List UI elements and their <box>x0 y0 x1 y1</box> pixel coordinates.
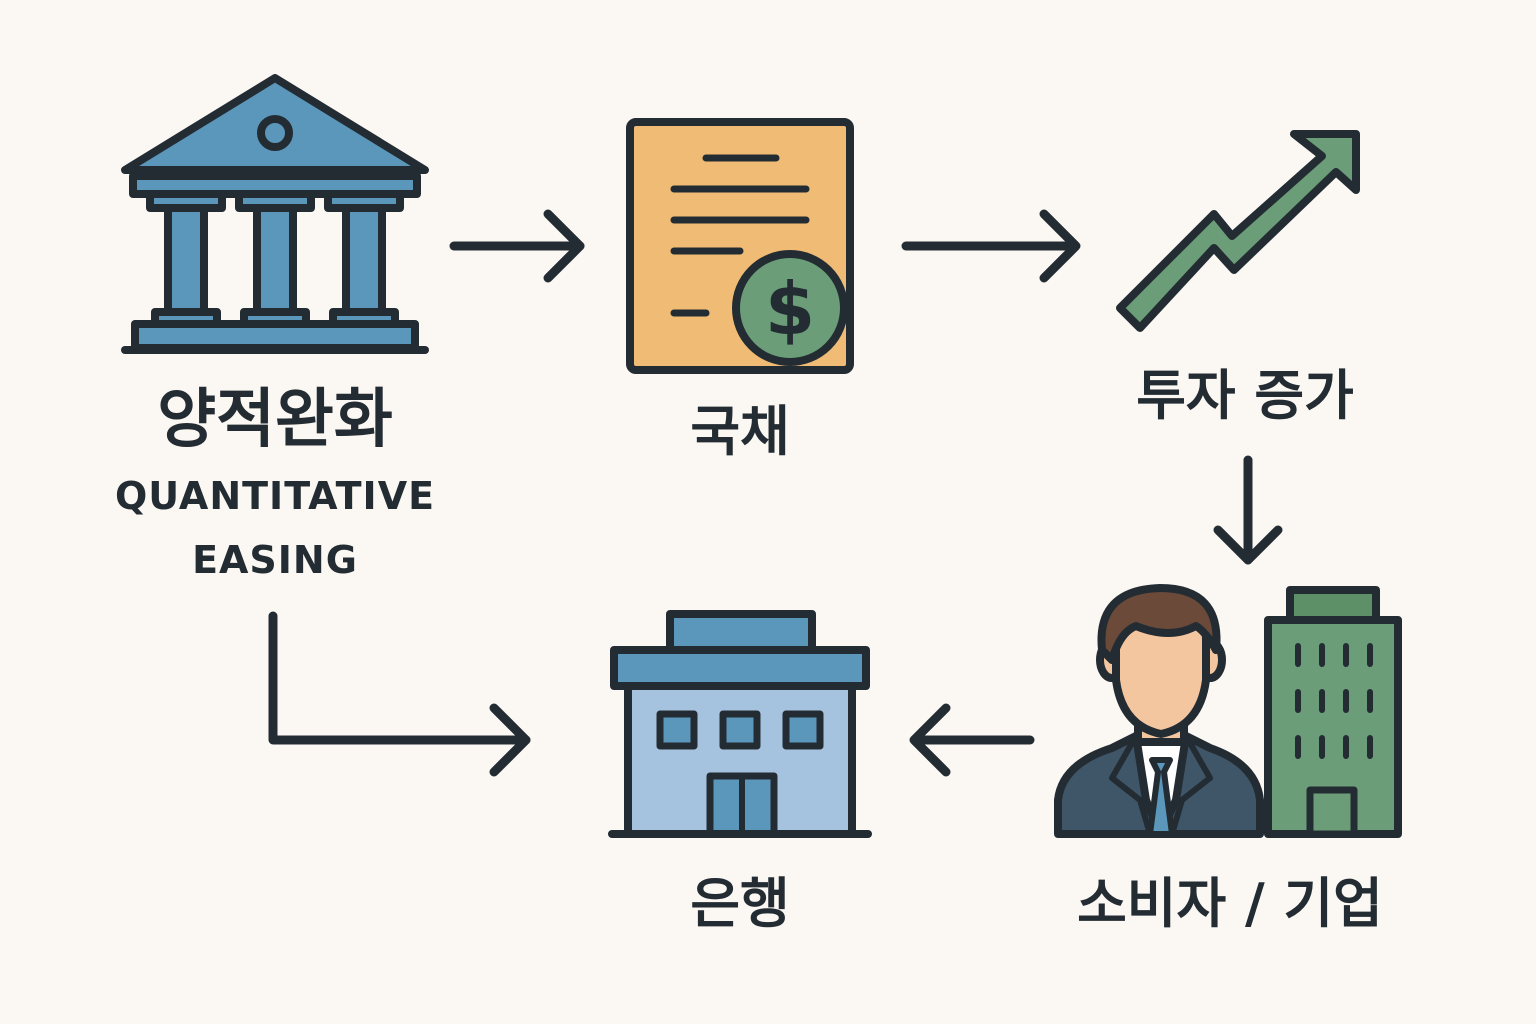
businessman-icon <box>1054 584 1264 838</box>
arrow-bonds-to-investment <box>901 209 1081 283</box>
flow-arrows <box>268 209 1283 777</box>
central-bank-icon <box>121 74 429 354</box>
bank-building-icon <box>608 610 872 838</box>
arrow-investment-to-consumers <box>1213 455 1283 565</box>
arrow-consumers-to-bank <box>909 703 1035 777</box>
qe-title: 양적완화 <box>157 383 393 457</box>
consumers-firms-label: 소비자 / 기업 <box>1077 872 1383 935</box>
trend-up-icon <box>1116 130 1360 332</box>
office-tower-icon <box>1264 586 1402 838</box>
dollar-coin-icon: $ <box>732 250 848 366</box>
investment-label: 투자 증가 <box>1136 364 1354 427</box>
bank-label: 은행 <box>690 872 790 935</box>
bonds-label: 국채 <box>690 400 790 463</box>
qe-subtitle: QUANTITATIVE EASING <box>114 474 436 582</box>
arrow-qe-to-bonds <box>449 209 585 283</box>
bond-document-icon: $ <box>626 118 854 374</box>
arrow-qe-to-bank <box>268 611 531 777</box>
svg-text:$: $ <box>765 267 815 351</box>
